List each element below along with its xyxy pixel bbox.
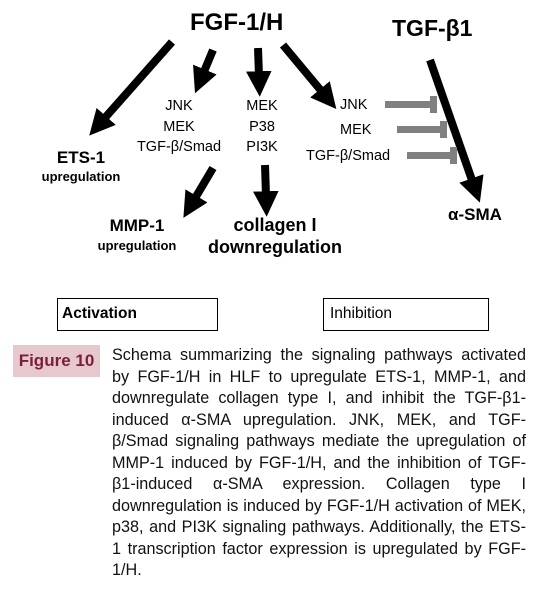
ets1-name: ETS-1: [56, 148, 106, 167]
arrow-fgf-to-right-branch: [279, 42, 337, 109]
legend-activation: Activation: [57, 298, 218, 331]
middle-branch-mediators: MEK P38 PI3K: [232, 96, 292, 158]
left-branch-mediators: JNK MEK TGF-β/Smad: [133, 96, 225, 158]
tgf-node: TGF-β1: [392, 15, 473, 41]
collagen-effect: downregulation: [208, 237, 342, 257]
arrow-tgf-to-asma: [426, 58, 484, 203]
middle-mek: MEK: [246, 98, 278, 114]
collagen-outcome: collagen I downregulation: [200, 214, 350, 258]
inhibition-tgf-smad: [407, 147, 457, 164]
mmp1-name: MMP-1: [109, 216, 165, 235]
legend-inhibition: Inhibition: [323, 298, 489, 331]
arrow-fgf-to-ets1: [89, 39, 175, 136]
arrow-fgf-to-middle-branch: [246, 47, 272, 97]
arrow-fgf-to-left-branch: [193, 48, 217, 94]
right-jnk: JNK: [340, 97, 368, 113]
middle-p38: P38: [249, 118, 275, 135]
figure-label: Figure 10: [13, 345, 100, 377]
left-tgf-smad: TGF-β/Smad: [136, 139, 222, 155]
arrow-middle-branch-to-collagen: [253, 164, 279, 217]
middle-pi3k: PI3K: [246, 139, 278, 155]
collagen-name: collagen I: [233, 215, 317, 235]
legend-inhibition-label: Inhibition: [330, 305, 393, 322]
arrow-left-branch-to-mmp1: [183, 165, 217, 218]
asma-outcome: α-SMA: [448, 205, 502, 224]
left-mek: MEK: [163, 118, 195, 135]
right-tgf-smad: TGF-β/Smad: [306, 148, 391, 164]
inhibition-mek: [397, 121, 447, 138]
left-jnk: JNK: [165, 98, 193, 114]
right-mek: MEK: [340, 122, 372, 138]
inhibition-jnk: [385, 96, 437, 113]
fgf-node: FGF-1/H: [190, 9, 284, 36]
legend-activation-label: Activation: [62, 305, 137, 322]
mmp1-outcome: MMP-1 upregulation: [83, 216, 191, 256]
ets1-outcome: ETS-1 upregulation: [30, 148, 132, 185]
mmp1-effect: upregulation: [97, 238, 177, 253]
figure-caption: Schema summarizing the signaling pathway…: [112, 346, 526, 579]
ets1-effect: upregulation: [41, 169, 121, 184]
